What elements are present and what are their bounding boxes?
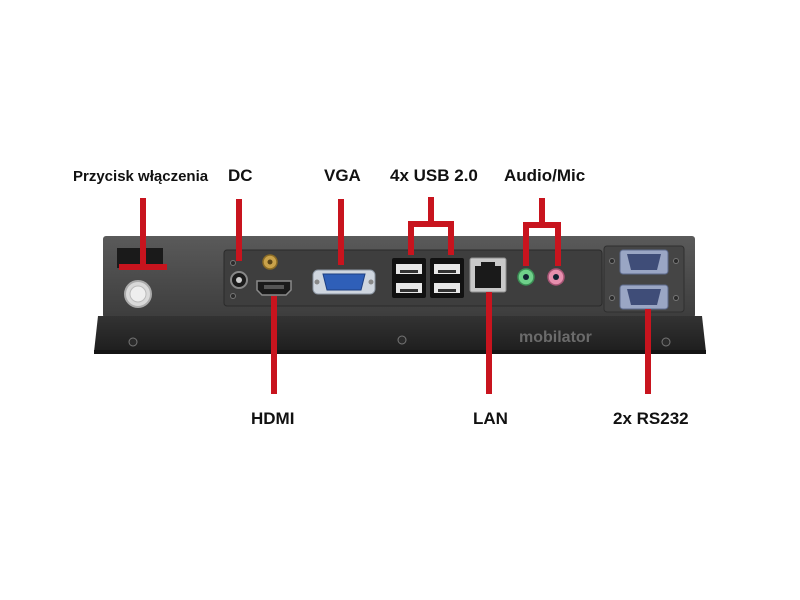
- callout-line-vga: [338, 199, 344, 265]
- label-hdmi: HDMI: [251, 409, 295, 428]
- label-audio: Audio/Mic: [504, 166, 586, 185]
- callout-line-usb-stem: [428, 197, 434, 224]
- brand-logo: mobilator: [519, 329, 592, 346]
- label-rs232: 2x RS232: [613, 409, 689, 428]
- callout-line-audio-left: [523, 222, 529, 266]
- antenna-connector: [262, 254, 278, 270]
- callout-line-usb-left: [408, 221, 414, 255]
- callout-line-audio-bar: [523, 222, 561, 228]
- callout-line-rs232: [645, 309, 651, 394]
- dc-jack: [230, 271, 248, 289]
- audio-jacks: [517, 268, 565, 286]
- label-vga: VGA: [324, 166, 361, 185]
- rs232-ports: [619, 249, 669, 310]
- vga-port: [312, 269, 376, 295]
- label-lan: LAN: [473, 409, 508, 428]
- hdmi-port: [256, 280, 292, 296]
- callout-line-power: [140, 198, 146, 270]
- callout-line-audio-right: [555, 222, 561, 266]
- callout-line-lan: [486, 292, 492, 394]
- callout-line-usb-right: [448, 221, 454, 255]
- callout-line-audio-stem: [539, 198, 545, 225]
- callout-line-usb-bar: [408, 221, 454, 227]
- label-power-button: Przycisk włączenia: [73, 168, 209, 185]
- callout-line-hdmi: [271, 296, 277, 394]
- label-dc: DC: [228, 166, 253, 185]
- usb-ports: [392, 258, 464, 298]
- label-usb: 4x USB 2.0: [390, 166, 478, 185]
- lan-port: [469, 257, 507, 293]
- callout-line-dc: [236, 199, 242, 261]
- panel-screws: [128, 258, 679, 347]
- callout-line-power-bar: [119, 264, 167, 270]
